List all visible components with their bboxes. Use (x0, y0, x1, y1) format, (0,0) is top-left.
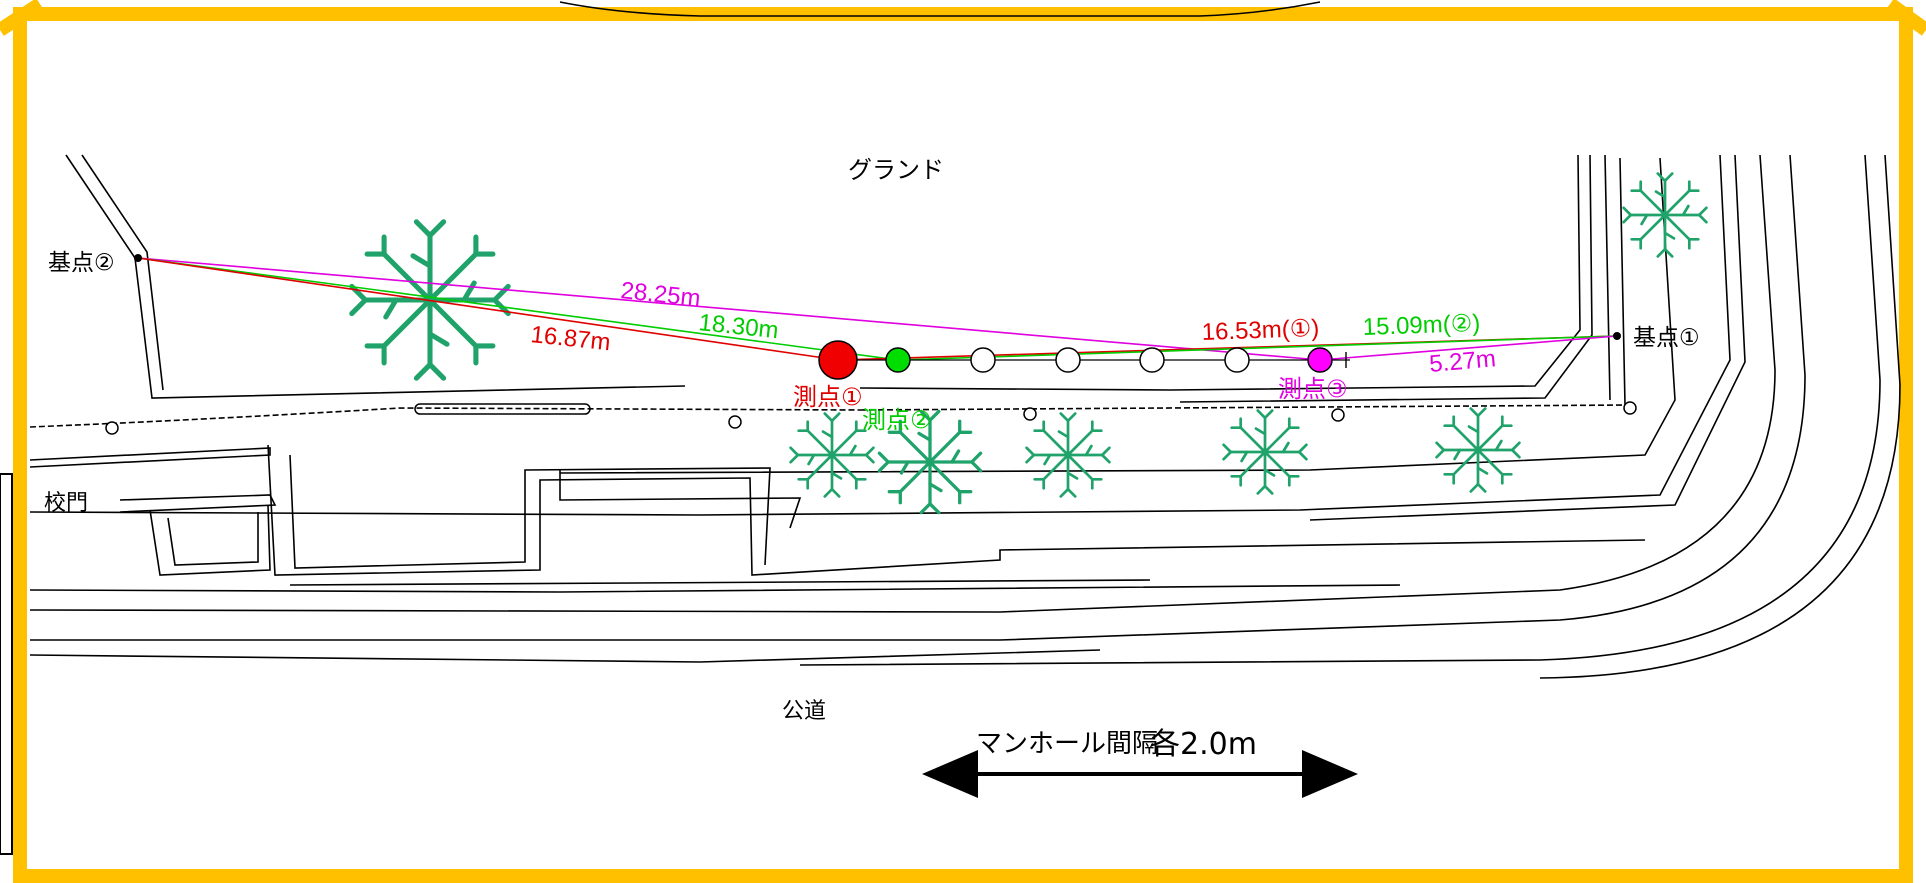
line-base2-point1 (137, 257, 839, 361)
line-base1-point3 (1319, 335, 1618, 361)
manhole-icon (1224, 347, 1250, 373)
scale-caption: マンホール間隔 (976, 729, 1158, 759)
base1-label: 基点① (1633, 325, 1700, 351)
manhole-icon (1055, 347, 1081, 373)
dist-1830: 18.30m (697, 309, 779, 344)
dist-1653: 16.53m(①) (1201, 315, 1319, 346)
ground-label: グランド (848, 156, 944, 184)
dist-1687: 16.87m (529, 321, 611, 356)
dist-2825: 28.25m (619, 277, 701, 312)
line-base2-point2 (137, 257, 899, 361)
point3-marker (1307, 347, 1333, 373)
gate-label: 校門 (44, 491, 88, 516)
site-outline (29, 154, 1901, 679)
scale-value: 各2.0m (1150, 727, 1257, 762)
manholes-lower (105, 401, 1637, 435)
manhole-icon (970, 347, 996, 373)
manhole-icon (1139, 347, 1165, 373)
side-box (0, 473, 13, 855)
point3-label: 測点③ (1278, 375, 1348, 403)
manholes-row (970, 347, 1250, 373)
line-base2-point3 (137, 257, 1321, 361)
dist-1509: 15.09m(②) (1362, 310, 1480, 341)
bench (414, 403, 591, 415)
road-label: 公道 (782, 699, 826, 724)
point2-label: 測点② (862, 406, 932, 434)
point2-marker (885, 347, 911, 373)
line-base1-point2 (897, 335, 1618, 361)
base2-label: 基点② (48, 250, 115, 276)
base1-dot (1613, 332, 1621, 340)
point1-label: 測点① (793, 383, 863, 411)
point1-marker (818, 340, 858, 380)
base2-dot (134, 254, 142, 262)
dist-527: 5.27m (1428, 345, 1497, 378)
survey-lines (137, 257, 1618, 368)
